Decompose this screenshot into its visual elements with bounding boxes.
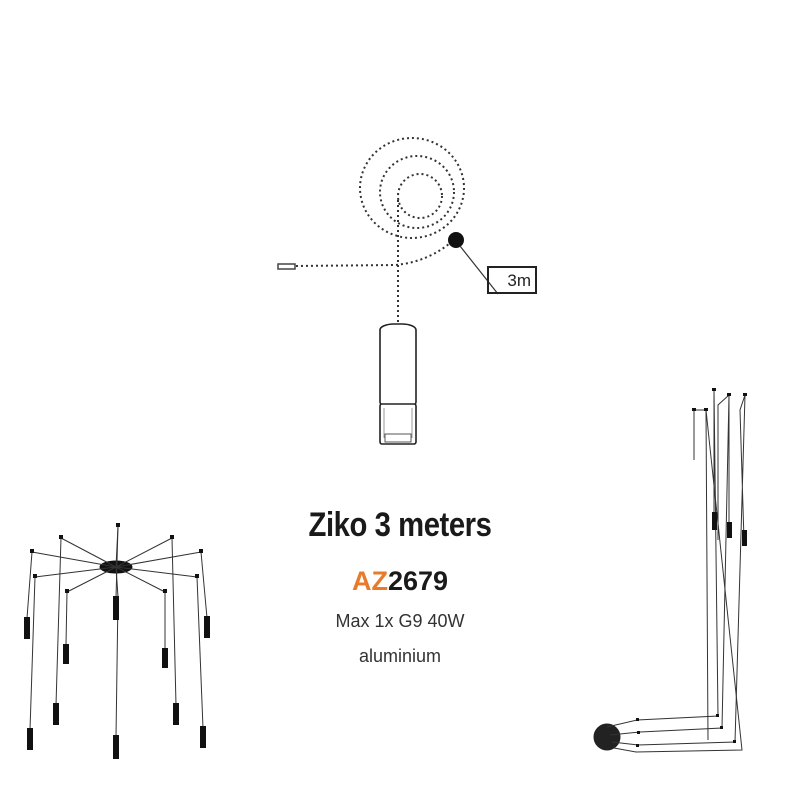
spec-material: aluminium [358, 646, 442, 666]
multi-arm-pendant-chandelier [24, 523, 210, 759]
product-code-prefix: AZ [351, 566, 388, 596]
product-code: AZ2679 [0, 566, 800, 597]
spec-bulb: Max 1x G9 40W [335, 611, 465, 631]
coiled-cable-pendant-lamp [277, 137, 499, 445]
product-code-number: 2679 [387, 566, 449, 596]
product-title: Ziko 3 meters [308, 506, 492, 544]
cable-length-label: 3m [487, 266, 537, 294]
wall-mounted-multi-pendant [593, 388, 747, 753]
